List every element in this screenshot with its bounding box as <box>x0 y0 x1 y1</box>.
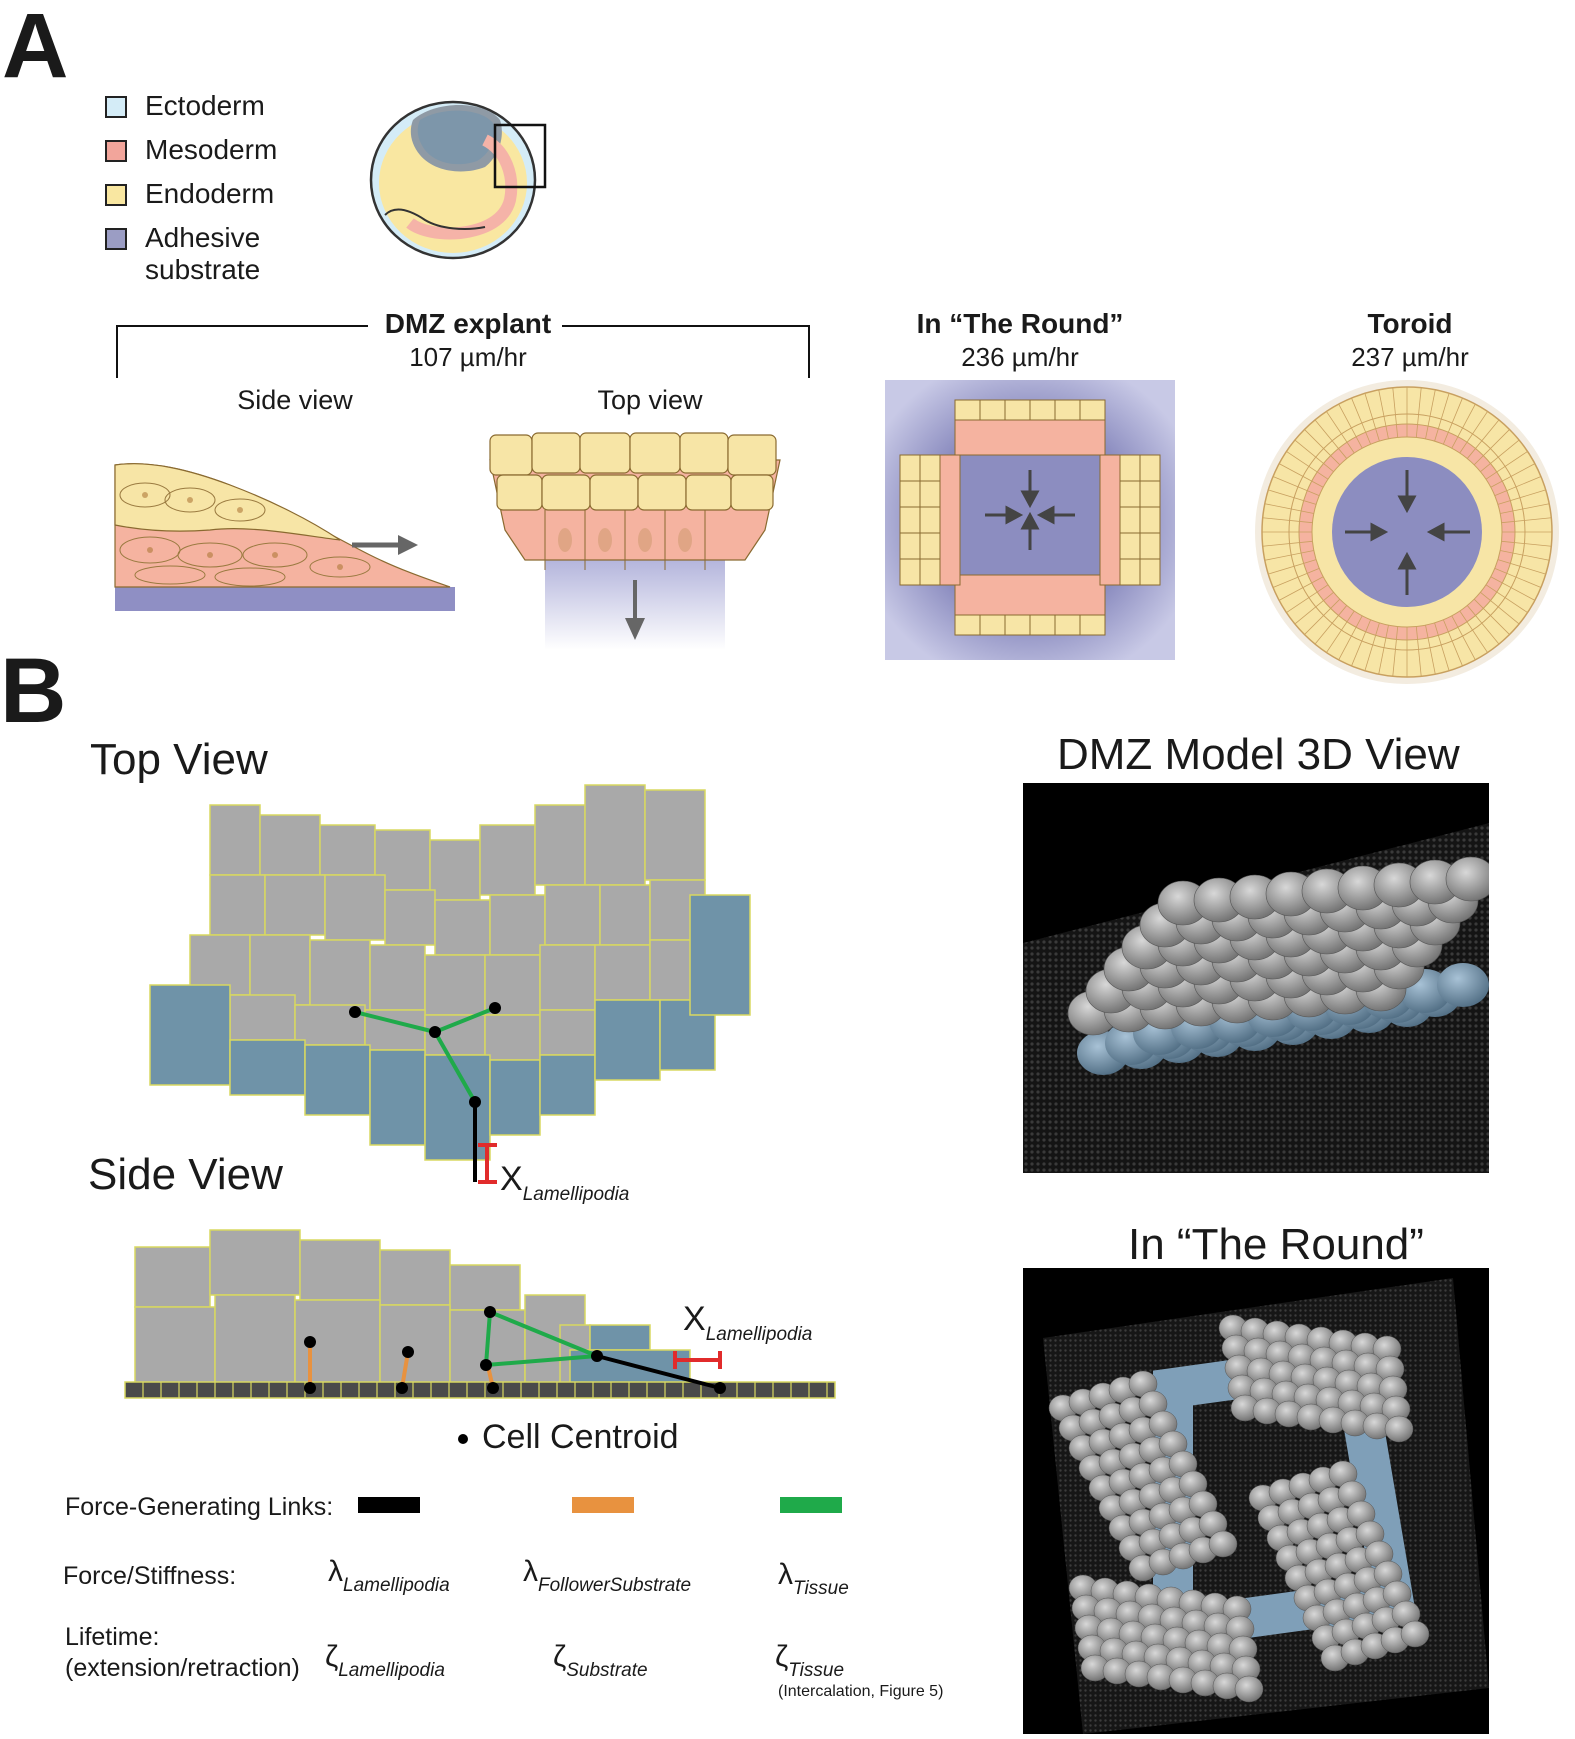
tissue-link-swatch <box>780 1497 842 1513</box>
zeta-tissue-note: (Intercalation, Figure 5) <box>778 1683 944 1700</box>
zeta-tissue: ζTissue <box>775 1640 845 1681</box>
side-view-title: Side View <box>88 1150 283 1199</box>
toroid-title: Toroid <box>1367 308 1453 339</box>
legend-label: Endoderm <box>145 178 275 209</box>
zeta-substrate: ζSubstrate <box>553 1640 648 1681</box>
centroid-label: Cell Centroid <box>482 1418 679 1456</box>
lambda-follower-substrate: λFollowerSubstrate <box>523 1555 692 1596</box>
lifetime-row-label: Lifetime:(extension/retraction) <box>65 1623 300 1682</box>
round-speed: 236 µm/hr <box>961 342 1079 372</box>
dmz-speed: 107 µm/hr <box>409 342 527 372</box>
legend-item-endoderm: Endoderm <box>105 178 277 210</box>
x-lamellipodia-top-label: XLamellipodia <box>500 1160 630 1205</box>
follower-link-swatch <box>572 1497 634 1513</box>
dmz-bracket <box>116 325 810 378</box>
embryo-diagram <box>369 100 547 260</box>
dmz-3d-render <box>1023 783 1489 1173</box>
top-view-cell-diagram <box>149 784 751 1184</box>
endoderm-swatch <box>105 184 127 206</box>
mesoderm-swatch <box>105 140 127 162</box>
arrow-right-icon <box>352 535 418 555</box>
side-view-cell-diagram <box>124 1229 836 1399</box>
centroid-dot-icon <box>458 1434 468 1445</box>
toroid-illustration <box>1255 380 1559 684</box>
panel-a-letter: A <box>2 0 69 97</box>
dmz-explant-title: DMZ explant <box>384 308 552 339</box>
zeta-lamellipodia: ζLamellipodia <box>325 1640 445 1681</box>
x-lamellipodia-side-label: XLamellipodia <box>683 1300 813 1345</box>
top-view-title: Top View <box>90 735 268 784</box>
lamellipodia-link-swatch <box>358 1497 420 1513</box>
ectoderm-swatch <box>105 96 127 118</box>
lambda-lamellipodia: λLamellipodia <box>328 1555 450 1596</box>
toroid-speed: 237 µm/hr <box>1351 342 1469 372</box>
links-row-label: Force-Generating Links: <box>65 1493 334 1521</box>
top-view-illustration <box>489 432 781 650</box>
panel-b-letter: B <box>0 640 67 742</box>
centroid-legend: Cell Centroid <box>458 1418 679 1457</box>
legend-label: Mesoderm <box>145 134 278 165</box>
side-view-label: Side view <box>237 385 353 415</box>
legend-item-ectoderm: Ectoderm <box>105 90 277 122</box>
lambda-tissue: λTissue <box>778 1558 849 1599</box>
side-view-illustration <box>114 463 455 611</box>
legend-item-mesoderm: Mesoderm <box>105 134 277 166</box>
round-illustration <box>885 380 1175 660</box>
top-view-label: Top view <box>597 385 703 415</box>
round-title: In “The Round” <box>916 308 1124 339</box>
model-3d-title: DMZ Model 3D View <box>1057 730 1460 779</box>
round-3d-title: In “The Round” <box>1128 1220 1424 1269</box>
substrate-swatch <box>105 228 127 250</box>
legend-label: Ectoderm <box>145 90 265 121</box>
force-row-label: Force/Stiffness: <box>63 1562 237 1590</box>
round-3d-render <box>1023 1268 1489 1734</box>
